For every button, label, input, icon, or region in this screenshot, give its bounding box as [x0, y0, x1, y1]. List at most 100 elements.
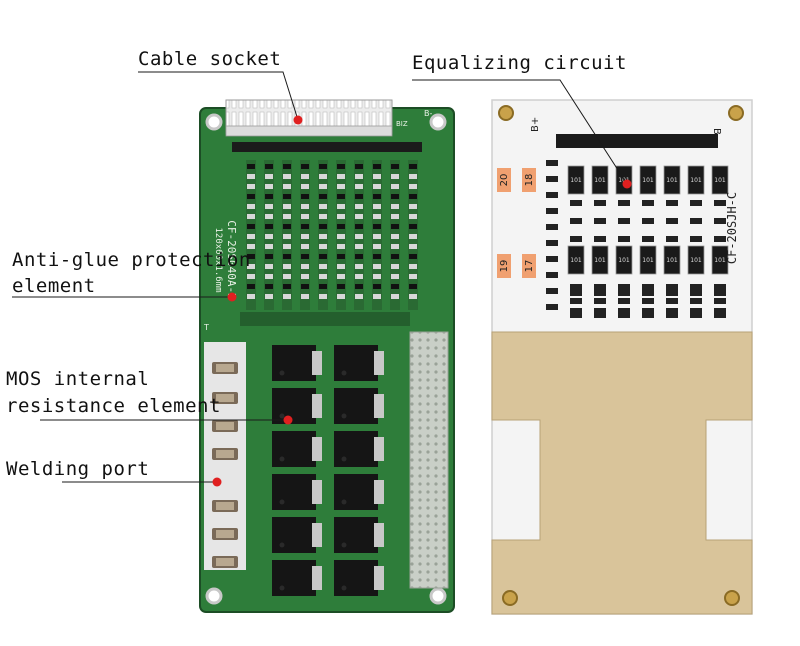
cable-socket-label: Cable socket	[138, 48, 282, 70]
mounting-hole	[205, 113, 223, 131]
smd-component	[714, 218, 726, 224]
smd-component	[373, 254, 381, 259]
welding-port-label: Welding port	[6, 458, 150, 480]
smd-component	[319, 274, 327, 279]
smd-component	[714, 290, 726, 296]
smd-component	[355, 254, 363, 259]
cell-label: 19	[499, 260, 510, 273]
smd-component	[319, 174, 327, 179]
left-board-b-minus-mark: B-	[424, 109, 432, 118]
smd-component	[373, 264, 381, 269]
smd-component	[409, 194, 417, 199]
smd-component	[355, 214, 363, 219]
smd-component	[319, 224, 327, 229]
smd-component	[301, 224, 309, 229]
smd-component	[319, 194, 327, 199]
smd-component	[570, 236, 582, 242]
smd-component	[265, 224, 273, 229]
smd-component	[373, 204, 381, 209]
mos-label-line2: resistance element	[6, 395, 221, 417]
smd-component	[247, 224, 255, 229]
equalizing-circuit-marker	[622, 179, 632, 189]
mosfet	[272, 517, 316, 553]
smd-component	[409, 244, 417, 249]
right-board-model-silkscreen: CF-20SJH-C	[725, 192, 739, 264]
smd-component	[337, 254, 345, 259]
smd-component	[337, 184, 345, 189]
smd-component	[247, 184, 255, 189]
smd-component	[265, 264, 273, 269]
smd-component	[247, 164, 255, 169]
smd-component	[409, 264, 417, 269]
smd-component	[373, 214, 381, 219]
mosfet	[334, 388, 378, 424]
smd-component	[690, 308, 702, 314]
balancing-resistor	[639, 165, 657, 195]
smd-component	[594, 200, 606, 206]
smd-component	[283, 274, 291, 279]
smd-component	[355, 174, 363, 179]
smd-component	[391, 254, 399, 259]
smd-component	[355, 264, 363, 269]
smd-component	[618, 218, 630, 224]
resistor-code: 101	[714, 257, 726, 264]
smd-component	[391, 184, 399, 189]
smd-component	[301, 214, 309, 219]
smd-component	[409, 274, 417, 279]
callout-markers	[212, 115, 632, 487]
smd-component	[618, 236, 630, 242]
smd-component	[714, 236, 726, 242]
smd-component	[355, 244, 363, 249]
smd-component	[690, 218, 702, 224]
resistor-code: 101	[666, 257, 678, 264]
mosfet-array	[272, 345, 384, 596]
smd-component	[618, 308, 630, 314]
smd-component	[301, 164, 309, 169]
smd-component	[265, 254, 273, 259]
mosfet	[334, 560, 378, 596]
smd-component	[373, 224, 381, 229]
smd-component	[337, 194, 345, 199]
cable-socket-marker	[293, 115, 303, 125]
balancing-resistor	[615, 245, 633, 275]
smd-component	[373, 274, 381, 279]
smd-component	[714, 308, 726, 314]
smd-component	[373, 284, 381, 289]
heat-dissipation-pad	[409, 331, 449, 589]
smd-component	[319, 284, 327, 289]
smd-component	[319, 164, 327, 169]
smd-component	[409, 294, 417, 299]
cell-label: 18	[524, 174, 535, 187]
smd-component	[594, 236, 606, 242]
smd-component	[337, 214, 345, 219]
balancing-resistor	[567, 245, 585, 275]
smd-component	[337, 244, 345, 249]
cell-label: 17	[524, 260, 535, 273]
smd-component	[247, 254, 255, 259]
smd-component	[319, 204, 327, 209]
anti-glue-label-line1: Anti-glue protection	[12, 249, 251, 271]
smd-component	[265, 274, 273, 279]
smd-component	[265, 294, 273, 299]
smd-component	[594, 308, 606, 314]
smd-component	[355, 184, 363, 189]
smd-component	[570, 218, 582, 224]
smd-component	[301, 184, 309, 189]
smd-component	[247, 284, 255, 289]
smd-component	[690, 236, 702, 242]
mosfet	[272, 345, 316, 381]
smd-component	[337, 274, 345, 279]
smd-component	[283, 264, 291, 269]
smd-component	[409, 164, 417, 169]
smd-component	[570, 200, 582, 206]
b-minus-mark: B-	[711, 128, 722, 139]
equalizing-circuit-leader	[412, 79, 628, 185]
smd-component	[714, 200, 726, 206]
smd-component	[265, 164, 273, 169]
smd-component	[283, 204, 291, 209]
smd-component	[283, 234, 291, 239]
resistor-code: 101	[666, 177, 678, 184]
smd-component	[373, 164, 381, 169]
smd-component	[391, 194, 399, 199]
smd-component	[319, 234, 327, 239]
